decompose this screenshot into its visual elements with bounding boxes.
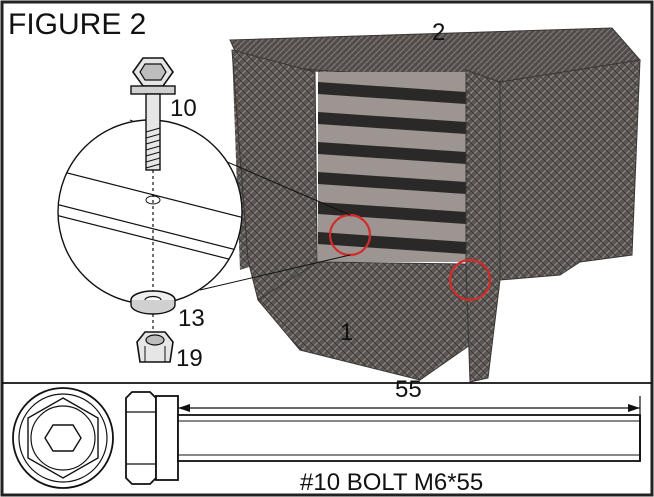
length-label: 55 (395, 376, 422, 403)
back-slats (318, 82, 466, 254)
washer-part-13 (130, 290, 176, 315)
callout-1: 1 (340, 319, 353, 346)
bolt-part-10 (130, 57, 176, 171)
callout-19: 19 (176, 345, 203, 372)
box-right-side (499, 59, 641, 281)
box-right-post (465, 69, 501, 383)
bolt-end-view (12, 387, 114, 489)
callout-10: 10 (170, 95, 197, 122)
figure-title: FIGURE 2 (8, 8, 146, 41)
length-dimension (177, 396, 641, 414)
bolt-side-view (125, 391, 641, 485)
wicker-box (229, 27, 641, 383)
bolt-spec-panel: 55 #10 BOLT M6*55 (2, 376, 652, 496)
box-floor (257, 261, 471, 381)
callout-13: 13 (178, 305, 205, 332)
bolt-caption: #10 BOLT M6*55 (300, 469, 483, 496)
callout-2: 2 (432, 19, 445, 46)
nut-part-19 (136, 331, 174, 363)
highlight-circle-right (448, 258, 492, 302)
magnifier-leader-bottom (199, 254, 351, 291)
